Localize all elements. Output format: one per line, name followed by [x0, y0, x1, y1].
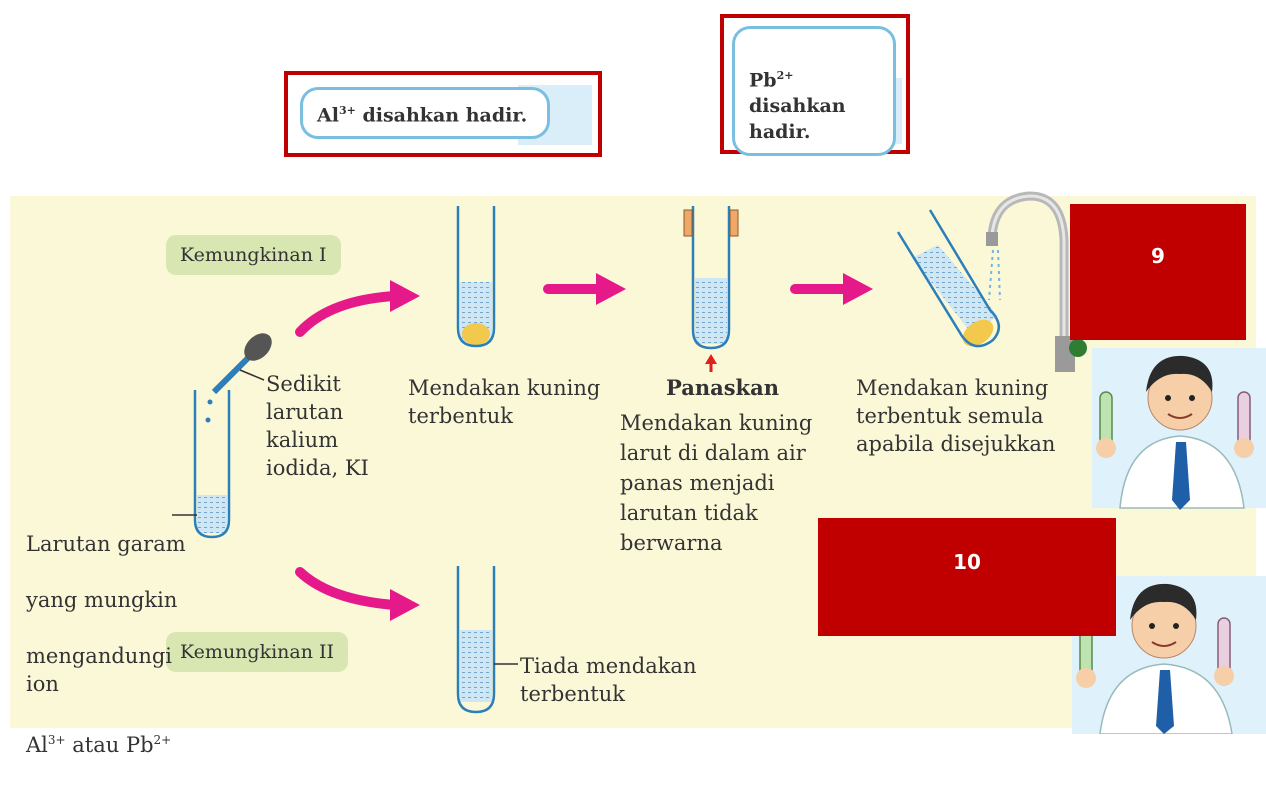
possibility-2-label: Kemungkinan II: [166, 632, 349, 672]
test-tube-salt: [193, 390, 231, 539]
callout-al-charge: 3+: [338, 104, 356, 117]
scientist-illustration: [1092, 348, 1266, 510]
salt-label-line: yang mungkin: [26, 588, 178, 612]
heat-arrow-icon: [705, 354, 717, 372]
ion-al-charge: 3+: [47, 733, 66, 747]
ion-pb: Pb: [125, 733, 154, 757]
ion-al: Al: [26, 733, 48, 757]
test-tube-no-precipitate: [456, 566, 496, 714]
number-box-10: 10: [818, 518, 1116, 636]
step2-label: Mendakan kuning larut di dalam air panas…: [620, 411, 813, 555]
water-tap-icon: [986, 191, 1087, 372]
dropper-icon: [205, 333, 272, 423]
callout-al-text: disahkan hadir.: [355, 104, 528, 127]
callout-pb-text: disahkan hadir.: [749, 95, 846, 144]
callout-bubble-al: Al3+ disahkan hadir.: [300, 87, 550, 140]
test-tube-heated: [683, 206, 739, 350]
step1-label: Mendakan kuning terbentuk: [408, 376, 601, 428]
scientist-illustration: [1072, 576, 1266, 734]
step3-label: Mendakan kuning terbentuk semula apabila…: [856, 376, 1056, 456]
number-box-10-text: 10: [953, 550, 981, 574]
salt-solution-label: Larutan garam yang mungkin mengandungi i…: [26, 502, 206, 787]
test-tube-cooled: [896, 209, 1000, 348]
possibility-1-label: Kemungkinan I: [166, 235, 341, 275]
salt-label-ions: Al3+ atau Pb2+: [26, 726, 206, 759]
step2-heading: Panaskan: [666, 375, 779, 400]
arrow-to-possibility-2: [295, 567, 420, 621]
callout-pb-charge: 2+: [776, 69, 794, 82]
test-tube-precipitate: [456, 206, 496, 348]
no-precipitate-label: Tiada mendakan terbentuk: [520, 654, 697, 706]
callout-al-element: Al: [317, 104, 339, 127]
callout-bubble-pb: Pb2+ disahkan hadir.: [732, 26, 896, 157]
arrow-heat-step: [543, 273, 626, 305]
number-box-9: 9: [1070, 204, 1246, 340]
salt-label-line: Larutan garam: [26, 532, 186, 556]
arrow-to-possibility-1: [295, 280, 420, 337]
arrow-cool-step: [790, 273, 873, 305]
dropper-label: Sedikit larutan kalium iodida, KI: [266, 372, 369, 480]
callout-pb-element: Pb: [749, 69, 777, 92]
number-box-9-text: 9: [1151, 244, 1165, 268]
salt-label-line: mengandungi ion: [26, 644, 173, 696]
callout-frame-pb: Pb2+ disahkan hadir.: [720, 14, 910, 157]
ion-separator: atau: [65, 733, 126, 757]
callout-frame-al: Al3+ disahkan hadir.: [284, 71, 602, 157]
diagram-drawing: [172, 191, 1266, 734]
ion-pb-charge: 2+: [153, 733, 172, 747]
